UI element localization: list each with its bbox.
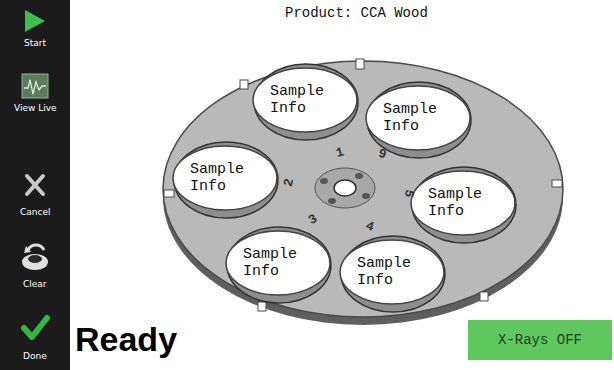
sample-info-text: Sample Info: [243, 246, 313, 280]
screen-title: Product: CCA Wood: [285, 5, 428, 21]
sidebar-button-label: Cancel: [20, 207, 51, 217]
sidebar-button-label: Clear: [23, 279, 47, 289]
status-text: Ready: [75, 320, 177, 359]
done-icon: [24, 318, 47, 337]
start-icon: [25, 10, 45, 32]
status-button: X-Rays OFF: [468, 320, 612, 360]
position-number: 5: [401, 188, 418, 199]
sample-info-circle: Sample Info: [339, 239, 445, 305]
sidebar-button-label: Start: [24, 38, 46, 48]
sample-info-circle: Sample Info: [410, 170, 516, 236]
position-number: 6: [377, 144, 388, 161]
button-label: X-Rays OFF: [498, 332, 582, 348]
sidebar-band: [0, 0, 70, 370]
position-number: 3: [306, 211, 320, 228]
position-number: 1: [334, 144, 345, 161]
sample-info-text: Sample Info: [190, 161, 260, 195]
sample-disc: [163, 59, 563, 325]
sample-info-circle: Sample Info: [252, 67, 358, 133]
sidebar-band: StartView LiveCancelClearDone: [0, 0, 70, 370]
sample-info-text: Sample Info: [383, 101, 453, 135]
sample-info-text: Sample Info: [357, 255, 427, 289]
position-number: 4: [364, 218, 376, 235]
position-number: 2: [281, 177, 298, 188]
sample-info-text: Sample Info: [428, 186, 498, 220]
sample-info-text: Sample Info: [270, 83, 340, 117]
sample-info-circle: Sample Info: [225, 230, 331, 296]
cancel-icon: [27, 176, 43, 194]
sample-info-circle: Sample Info: [365, 85, 471, 151]
sidebar-button-label: Done: [23, 351, 47, 361]
view-live-icon: [22, 74, 48, 98]
clear-icon: [22, 245, 48, 270]
sidebar-button-label: View Live: [14, 103, 57, 113]
sample-info-circle: Sample Info: [172, 145, 278, 211]
